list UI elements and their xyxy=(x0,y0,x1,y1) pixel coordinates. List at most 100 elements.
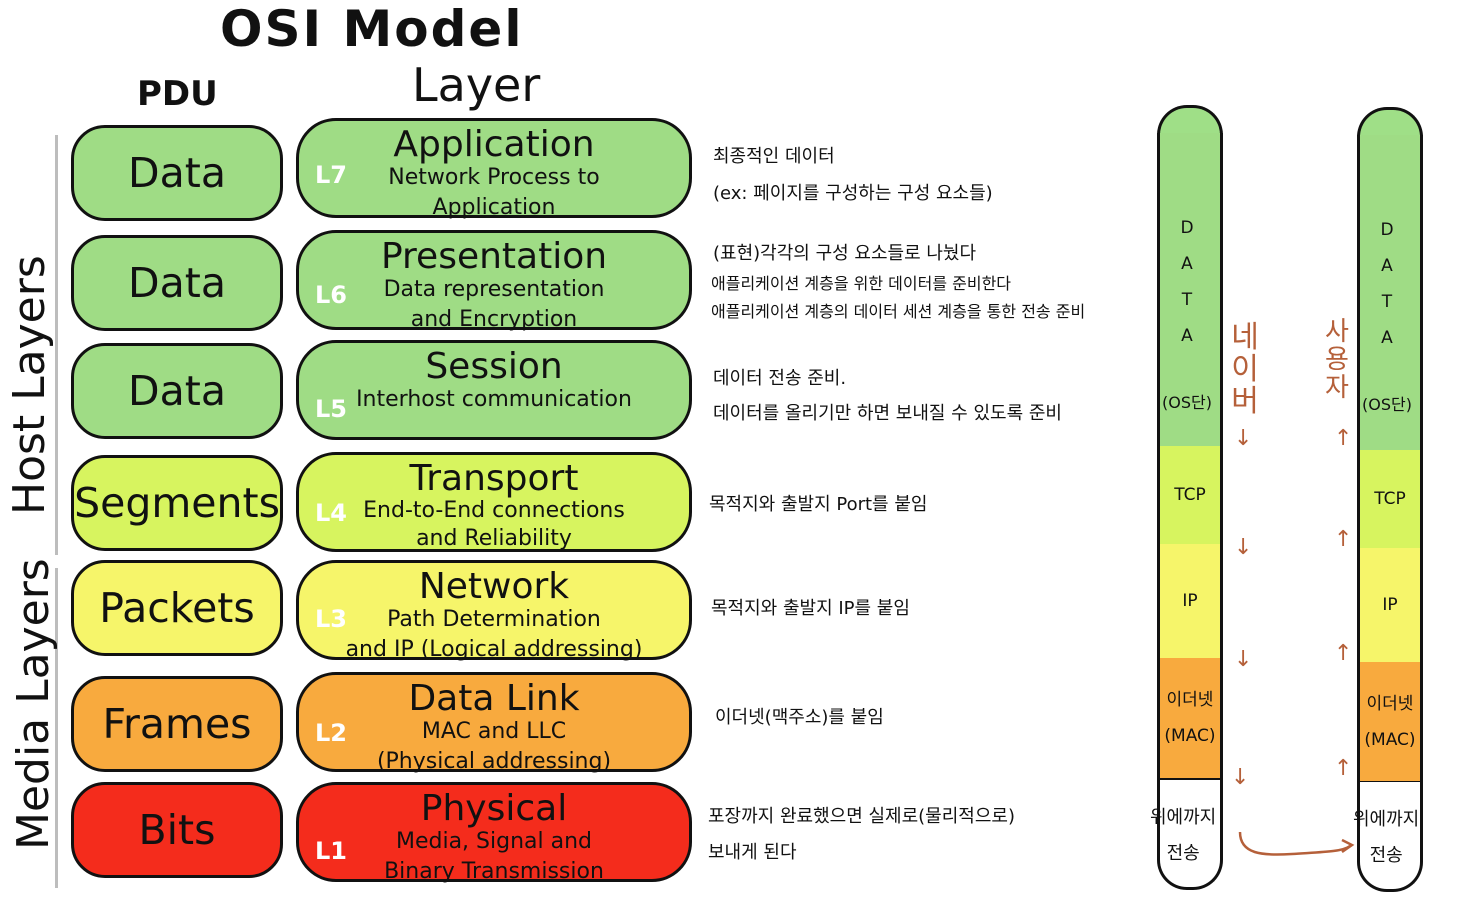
layer-l7: L7 Application Network Process to Applic… xyxy=(296,118,692,220)
down-arrow-icon: ↓ xyxy=(1234,535,1253,560)
stack-top-cap xyxy=(1357,107,1423,137)
layer-description: Data representation and Encryption xyxy=(383,277,605,332)
layer-name: Data Link xyxy=(408,678,580,719)
bottom-text-1: 위에까지 xyxy=(1150,807,1217,828)
pdu-l4: Segments xyxy=(71,455,283,551)
layer-number: L1 xyxy=(315,837,347,865)
host-layers-bracket xyxy=(55,135,58,555)
data-letter: T xyxy=(1181,290,1193,310)
layer-name: Network xyxy=(418,566,570,607)
pdu-l7: Data xyxy=(71,125,283,221)
up-arrow-icon: ↑ xyxy=(1334,756,1353,781)
down-arrow-icon: ↓ xyxy=(1231,765,1250,790)
stack-eth-label: 이더넷 xyxy=(1166,690,1214,710)
note-l7-1: 최종적인 데이터 xyxy=(713,146,835,167)
layer-description: Media, Signal and Binary Transmission xyxy=(384,829,604,884)
bottom-text-2: 전송 xyxy=(1166,843,1200,864)
pdu-header: PDU xyxy=(137,74,218,114)
layer-description: Network Process to Application xyxy=(388,165,600,220)
stack-ip-label: IP xyxy=(1182,591,1198,611)
data-letter: T xyxy=(1381,292,1393,312)
note-l2: 이더넷(맥주소)를 붙임 xyxy=(715,707,884,728)
layer-header: Layer xyxy=(412,58,541,112)
receiver-stack: D A T A (OS단) TCP IP 이더넷 (MAC) xyxy=(1357,107,1423,892)
pdu-l5: Data xyxy=(71,343,283,439)
stack-ip-label: IP xyxy=(1382,595,1398,615)
down-arrow-icon: ↓ xyxy=(1234,647,1253,672)
layer-description: Path Determination and IP (Logical addre… xyxy=(345,607,643,662)
layer-l3: L3 Network Path Determination and IP (Lo… xyxy=(296,560,692,662)
sender-bottom-text: 위에까지 전송 xyxy=(1150,800,1216,872)
bottom-text-1: 위에까지 xyxy=(1353,809,1420,830)
layer-number: L2 xyxy=(315,719,347,747)
layer-name: Presentation xyxy=(380,236,608,277)
stack-ip-segment: IP xyxy=(1157,544,1223,661)
stack-bottom-cap xyxy=(1157,780,1223,890)
layer-name: Session xyxy=(425,346,563,387)
note-l1-1: 포장까지 완료했으면 실제로(물리적으로) xyxy=(708,806,1016,827)
receiver-bottom-text: 위에까지 전송 xyxy=(1353,802,1419,874)
transfer-arrow-icon xyxy=(1238,831,1355,856)
layer-name: Physical xyxy=(420,788,568,829)
layer-number: L4 xyxy=(315,499,347,527)
stack-mac-label: (MAC) xyxy=(1164,726,1216,746)
stack-data-letters: D A T A xyxy=(1357,212,1417,356)
up-arrow-icon: ↑ xyxy=(1334,641,1353,666)
diagram-title: OSI Model xyxy=(220,0,524,58)
layer-description: MAC and LLC (Physical addressing) xyxy=(376,719,612,774)
note-l3: 목적지와 출발지 IP를 붙임 xyxy=(711,598,910,619)
layer-name: Transport xyxy=(409,458,579,499)
layer-number: L5 xyxy=(315,395,347,423)
handwritten-user: 사용자 xyxy=(1325,317,1349,403)
stack-eth-segment: 이더넷 (MAC) xyxy=(1157,658,1223,781)
layer-description: End-to-End connections and Reliability xyxy=(363,498,625,551)
stack-tcp-segment: TCP xyxy=(1357,450,1423,551)
pdu-l2: Frames xyxy=(71,676,283,772)
stack-os-label: (OS단) xyxy=(1162,393,1212,412)
pdu-l1: Bits xyxy=(71,782,283,878)
note-l1-2: 보내게 된다 xyxy=(708,842,797,863)
note-l4: 목적지와 출발지 Port를 붙임 xyxy=(709,494,928,515)
data-letter: A xyxy=(1381,328,1393,348)
stack-os-label: (OS단) xyxy=(1362,395,1412,414)
layer-description: Interhost communication xyxy=(356,387,632,412)
layer-l5: L5 Session Interhost communication xyxy=(296,340,692,440)
data-letter: A xyxy=(1181,326,1193,346)
stack-data-letters: D A T A xyxy=(1157,210,1217,354)
down-arrow-icon: ↓ xyxy=(1234,426,1253,451)
data-letter: D xyxy=(1180,218,1194,238)
up-arrow-icon: ↑ xyxy=(1334,426,1353,451)
stack-bottom-cap xyxy=(1357,782,1423,892)
sender-stack: D A T A (OS단) TCP IP 이더넷 (MAC) xyxy=(1157,105,1223,890)
note-l5-2: 데이터를 올리기만 하면 보내질 수 있도록 준비 xyxy=(713,403,1062,424)
pdu-l3: Packets xyxy=(71,560,283,656)
note-l5-1: 데이터 전송 준비. xyxy=(713,368,847,389)
pdu-l6: Data xyxy=(71,235,283,331)
data-letter: D xyxy=(1380,220,1394,240)
layer-l1: L1 Physical Media, Signal and Binary Tra… xyxy=(296,782,692,884)
layer-l6: L6 Presentation Data representation and … xyxy=(296,230,692,332)
media-layers-label: Media Layers xyxy=(8,558,59,850)
stack-ip-segment: IP xyxy=(1357,548,1423,665)
data-letter: A xyxy=(1181,254,1193,274)
stack-tcp-label: TCP xyxy=(1374,489,1406,509)
layer-number: L7 xyxy=(315,161,347,189)
note-l6-1: (표현)각각의 구성 요소들로 나눴다 xyxy=(713,243,977,264)
layer-l4: L4 Transport End-to-End connections and … xyxy=(296,452,692,552)
up-arrow-icon: ↑ xyxy=(1334,527,1353,552)
stack-tcp-segment: TCP xyxy=(1157,446,1223,547)
layer-number: L6 xyxy=(315,281,347,309)
layer-l2: L2 Data Link MAC and LLC (Physical addre… xyxy=(296,672,692,774)
data-letter: A xyxy=(1381,256,1393,276)
stack-eth-label: 이더넷 xyxy=(1366,693,1414,714)
host-layers-label: Host Layers xyxy=(4,255,55,515)
layer-name: Application xyxy=(393,124,595,165)
note-l6-2: 애플리케이션 계층을 위한 데이터를 준비한다 xyxy=(711,274,1012,293)
stack-eth-segment: 이더넷 (MAC) xyxy=(1357,662,1423,784)
stack-data-segment xyxy=(1357,135,1423,453)
handwritten-naver: 네이버 xyxy=(1231,320,1259,419)
stack-top-cap xyxy=(1157,105,1223,135)
note-l7-2: (ex: 페이지를 구성하는 구성 요소들) xyxy=(713,183,993,204)
bottom-text-2: 전송 xyxy=(1369,845,1403,866)
note-l6-3: 애플리케이션 계층의 데이터 세션 계층을 통한 전송 준비 xyxy=(711,302,1086,321)
